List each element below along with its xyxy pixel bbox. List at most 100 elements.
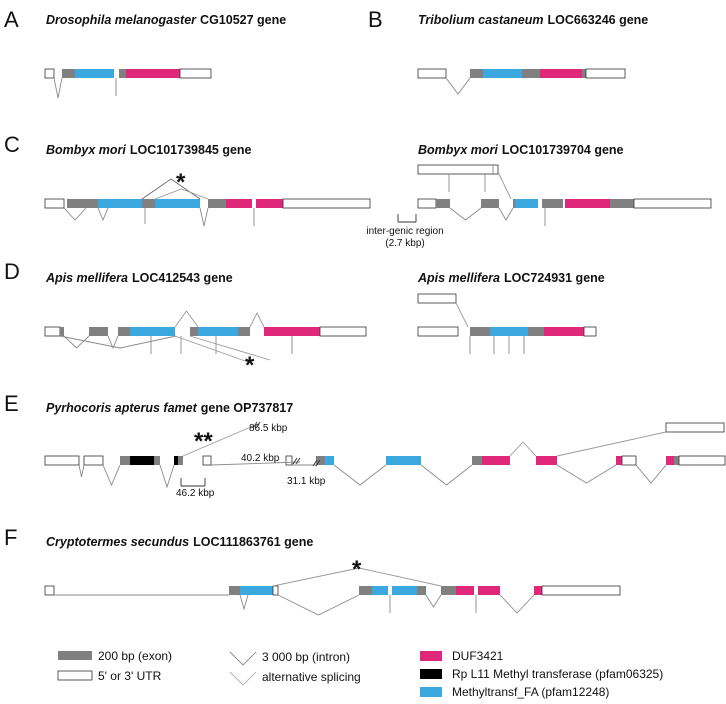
gap-label-46-2: 46.2 kbp (176, 488, 215, 499)
gene-name: CG10527 gene (200, 13, 286, 27)
exon-block (238, 327, 250, 336)
methyltransf-fa-domain (392, 586, 417, 595)
exon-block (229, 586, 240, 595)
legend-rpl11-label: Rp L11 Methyl transferase (pfam06325) (452, 667, 663, 681)
methyltransf-fa-domain (483, 69, 522, 78)
utr-block (44, 326, 61, 337)
legend-duf-label: DUF3421 (452, 649, 504, 663)
intron-line (107, 335, 119, 350)
panel-label-b: B (368, 7, 383, 32)
exon-block (120, 456, 130, 465)
utr-block (417, 198, 437, 209)
species-name: Drosophila melanogaster (46, 13, 197, 27)
utr-block (585, 68, 626, 79)
exon-block (470, 69, 483, 78)
species-name: Tribolium castaneum (418, 13, 544, 27)
exon-block (62, 69, 75, 78)
axis-break-mark (292, 457, 298, 465)
axis-break-mark (255, 421, 261, 429)
exon-block (548, 199, 563, 208)
rpl11-domain (174, 456, 178, 465)
intron-line (635, 464, 667, 484)
exon-block (528, 327, 544, 336)
duf3421-domain (264, 327, 320, 336)
species-name: Bombyx mori (418, 143, 498, 157)
alternative-splicing-line (154, 188, 209, 200)
legend-duf-swatch (420, 651, 442, 661)
duf3421-domain (536, 456, 557, 465)
intron-line (102, 464, 121, 487)
gap-label-40-2: 40.2 kbp (241, 453, 280, 464)
gap-label-86-5: 86.5 kbp (249, 423, 288, 434)
gene-name: LOC663246 gene (548, 13, 649, 27)
alternative-splicing-line (174, 310, 199, 328)
exon-block (674, 456, 679, 465)
alt-splice-stars-e: ** (194, 428, 213, 455)
gene-name: LOC111863761 gene (193, 535, 313, 549)
axis-break-mark (252, 421, 258, 429)
panel-label-e: E (4, 391, 19, 416)
exon-block (522, 69, 540, 78)
alternative-splicing-line (141, 178, 201, 200)
exon-block (582, 69, 586, 78)
utr-block (272, 585, 279, 596)
methyltransf-fa-domain (325, 456, 334, 465)
utr-block (319, 326, 367, 337)
utr-block (44, 68, 55, 79)
exon-block (67, 199, 86, 208)
methyltransf-fa-domain (98, 199, 142, 208)
intergenic-size: (2.7 kbp) (385, 238, 424, 249)
utr-block (202, 455, 212, 466)
duf3421-domain (482, 456, 510, 465)
alt-splice-star-d: * (245, 352, 255, 379)
duf3421-domain (666, 456, 674, 465)
exon-block (118, 327, 130, 336)
methyltransf-fa-domain (155, 199, 200, 208)
utr-block (633, 198, 712, 209)
intron-line (277, 594, 360, 616)
intron-line (53, 77, 63, 99)
legend-utr-swatch (57, 670, 93, 681)
duf3421-domain (456, 586, 474, 595)
legend-exon-label: 200 bp (exon) (98, 649, 172, 663)
intron-line (420, 464, 473, 486)
exon-block (190, 327, 198, 336)
alternative-splicing-line (182, 425, 254, 457)
alternative-splicing-line (189, 335, 271, 361)
exon-block (89, 327, 108, 336)
intron-line (63, 335, 90, 349)
duf3421-domain (544, 327, 584, 336)
intron-line (78, 464, 85, 478)
intron-line (210, 461, 301, 466)
utr-block (665, 422, 725, 433)
intron-line (556, 464, 617, 484)
alternative-splicing-line (174, 335, 249, 363)
exon-block (142, 199, 155, 208)
exon-block (359, 586, 372, 595)
gene-name: gene OP737817 (201, 401, 293, 415)
legend-mtfa-swatch (420, 687, 442, 697)
alternative-splicing-line (497, 171, 512, 200)
intron-line (239, 594, 249, 611)
duf3421-domain (534, 586, 542, 595)
legend-utr-label: 5' or 3' UTR (98, 669, 162, 683)
intron-line (498, 207, 514, 221)
exon-block (86, 199, 98, 208)
species-name: Bombyx mori (46, 143, 126, 157)
intron-line (445, 77, 471, 95)
utr-block (417, 164, 499, 175)
species-name: Apis mellifera (417, 271, 500, 285)
alternative-splicing-line (509, 441, 537, 457)
axis-break-mark (295, 457, 301, 465)
exon-block (470, 327, 490, 336)
utr-block (282, 198, 371, 209)
legend-alt-label: alternative splicing (262, 670, 361, 684)
exon-block (178, 456, 183, 465)
utr-block (83, 455, 104, 466)
methyltransf-fa-domain (515, 199, 538, 208)
